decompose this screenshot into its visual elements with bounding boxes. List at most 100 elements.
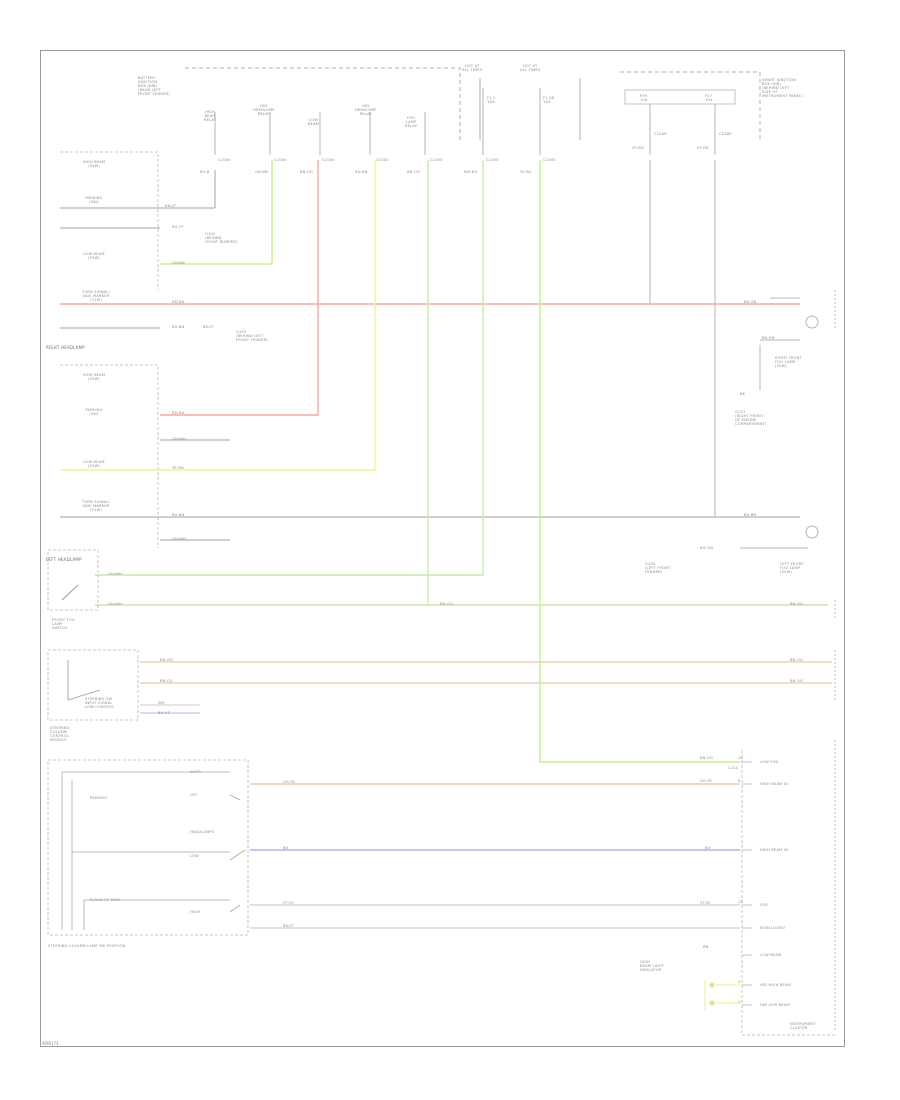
lh-item: TURN SIGNAL/SIDE MARKER(21W) [81,500,111,512]
cluster-wire: VT-YE [283,901,294,905]
steering-module-wires [67,660,832,714]
lh-wire: BU-BN [172,513,185,517]
wire-code: VT-RD [632,146,644,150]
left-headlamp-title: LEFT HEADLAMP [46,557,82,562]
lh-item: PARKING(5W) [85,408,103,416]
fog-switch-contact [61,584,79,601]
fog-wire: BN-OG [440,602,454,606]
cluster-wire: BU [283,846,289,850]
switch-pos-label: OFF [190,793,198,797]
fog-wire: BU-BN [744,513,757,517]
left-headlamp-housing [60,364,159,548]
steering-module-box [47,649,139,721]
multifunction-switch-wires [61,771,740,930]
wire-code: YE-BU [520,170,532,174]
page-code: W96174 [42,1041,59,1046]
bjb-hot-enclosure [479,78,581,140]
cluster-input: HID LOW BEAM [760,1003,790,1007]
cluster-connector: C220 [728,766,739,770]
rh-wire: BU-VT [172,225,184,229]
rh-wire: RD-BN [172,300,185,304]
left-headlamp-wires [60,160,800,541]
cluster-wire: BK-VT [283,924,295,928]
fog-switch-box [47,549,99,611]
connector-label: C1000 [322,158,335,162]
cluster-wire: BN-OG [700,756,714,760]
cluster-indicators [709,982,715,1006]
switch-pos-label: HEADLAMPS [190,830,215,834]
right-headlamp-title: RIGHT HEADLAMP [46,345,85,350]
wire-code: BN-OG [300,170,314,174]
rh-item: PARKING(5W) [85,196,103,204]
gnd-label: BK-GN [744,300,757,304]
rh-item: HIGH BEAM(55W) [82,160,106,168]
lh-wire: GN-WH [172,437,186,441]
wire-code: BU-B [200,170,210,174]
cluster-pin: 12 [738,900,743,904]
sjb-enclosure [620,71,761,140]
switch-pos-label: HIGH [190,910,201,914]
rh-wire: BK-VT [203,325,215,329]
fog-lamp-wires [95,160,828,763]
wire-code: VT-RD [697,146,709,150]
tan-wire: BN-OG [790,679,804,683]
rh-wire: BU-BN [172,325,185,329]
wire-code: GN-BN [255,170,268,174]
lh-wire: GN-WH [172,537,186,541]
gnd-label: BK-GN [762,336,775,340]
right-headlamp-wires [60,160,800,329]
switch-pos-label: AUTO [190,770,201,774]
fuse-stubs [214,88,716,155]
connector-label: C1000 [376,158,389,162]
tan-wire: BN-OG [160,658,174,662]
multifunction-switch-box [47,759,249,936]
fog-wire: BN-OG [790,602,804,606]
wire-code: BN-OG [407,170,421,174]
connector-label: C1000 [274,158,287,162]
cluster-wire: BN [703,945,709,949]
tan-wire: BN-OG [790,658,804,662]
cluster-wire: BU [705,846,711,850]
connector-label: C1000 [486,158,499,162]
connector-label: C2280 [654,132,667,136]
cluster-input: HIGH BEAM IN [760,848,788,852]
cluster-pins [742,761,752,1006]
cluster-wire: OG-YE [700,779,712,783]
rh-wire: BK-VT [165,204,177,208]
switch-pos-label: PARKING [90,796,108,800]
fog-wire: BU-GN [700,546,713,550]
cluster-input: LOW FOG [760,760,779,764]
diagram-frame [40,50,845,1047]
rh-item: LOW BEAM(55W) [83,252,105,260]
cluster-pin: 10 [738,756,743,760]
lh-item: LOW BEAM(55W) [83,460,105,468]
cluster-input: FOG [760,903,769,907]
wire-code: WH-BU [464,170,478,174]
cluster-pin: 8 [738,779,741,783]
signal-wire: WH [158,701,165,705]
cluster-input: HIGH BEAM IN [760,782,788,786]
lh-wire: YE-BN [172,466,184,470]
lh-wire: RD-BN [172,411,185,415]
multifunction-label: STEERING COLUMN LAMP SW POSITION [48,944,126,948]
cluster-wire: OG-YE [283,780,295,784]
connector-label: C1000 [430,158,443,162]
bjb-enclosure [185,67,461,140]
